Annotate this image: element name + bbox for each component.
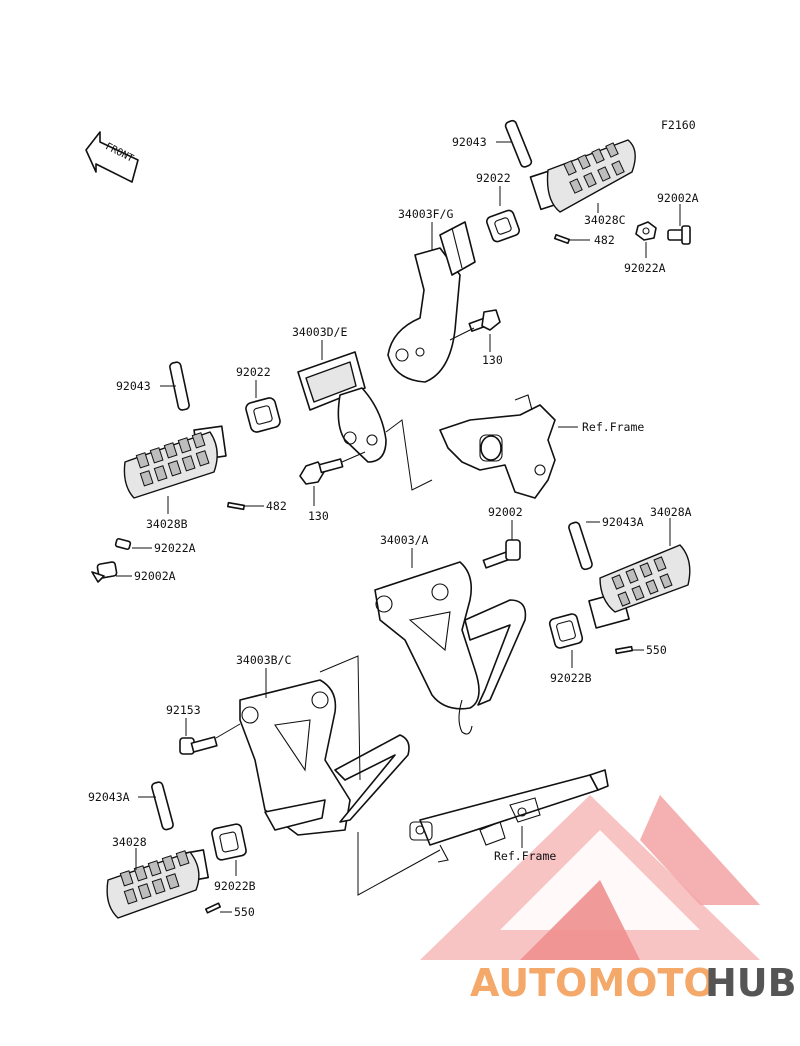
watermark-logo: AUTOMOTO HUB bbox=[420, 795, 797, 1005]
footpeg-pin-92043-left bbox=[169, 361, 190, 411]
washer-92022-top bbox=[486, 209, 520, 243]
label-92022a-left: 92022A bbox=[154, 541, 196, 555]
bracket-34003de bbox=[297, 351, 387, 463]
label-92022-left: 92022 bbox=[236, 365, 271, 379]
footpeg-34028c bbox=[529, 139, 636, 213]
cotter-pin-550-left bbox=[205, 902, 221, 914]
label-550-right: 550 bbox=[646, 643, 667, 657]
bolt-130-upper bbox=[468, 309, 501, 332]
diagram-code: F2160 bbox=[661, 118, 696, 132]
footpeg-34028b bbox=[123, 425, 227, 499]
cotter-pin-482-right bbox=[553, 233, 571, 245]
label-92153: 92153 bbox=[166, 703, 201, 717]
label-482-right: 482 bbox=[594, 233, 615, 247]
watermark-text-part1: AUTOMOTO bbox=[470, 961, 716, 1005]
label-34028b: 34028B bbox=[146, 517, 188, 531]
label-130-lower: 130 bbox=[308, 509, 329, 523]
footpeg-pin-92043-top bbox=[504, 119, 533, 168]
washer-92022b-right bbox=[548, 613, 584, 649]
cotter-pin-482-left bbox=[226, 501, 246, 511]
watermark-text-part2: HUB bbox=[705, 961, 797, 1005]
frame-reference-upper bbox=[439, 394, 556, 499]
frame-reference-lower bbox=[409, 769, 609, 863]
washer-92022-left bbox=[245, 397, 281, 433]
label-92022a-right: 92022A bbox=[624, 261, 666, 275]
label-92002a-right: 92002A bbox=[657, 191, 699, 205]
label-92043-top: 92043 bbox=[452, 135, 487, 149]
label-34028: 34028 bbox=[112, 835, 147, 849]
nut-92022a-right bbox=[635, 221, 657, 241]
label-92043a-right: 92043A bbox=[602, 515, 644, 529]
label-92022-top: 92022 bbox=[476, 171, 511, 185]
label-34028a: 34028A bbox=[650, 505, 692, 519]
label-92002a-left: 92002A bbox=[134, 569, 176, 583]
bracket-34003bc bbox=[239, 679, 410, 836]
bracket-34003fg bbox=[387, 221, 476, 383]
label-ref-frame-upper: Ref.Frame bbox=[582, 420, 644, 434]
bolt-92002-mid bbox=[482, 539, 521, 569]
label-92022b-left: 92022B bbox=[214, 879, 256, 893]
washer-92022b-left bbox=[211, 823, 247, 861]
label-550-left: 550 bbox=[234, 905, 255, 919]
bolt-92002a-right bbox=[667, 225, 691, 245]
nut-92022a-left bbox=[114, 537, 132, 551]
footpeg-pin-92043a-left bbox=[151, 781, 174, 831]
bolt-92002a-left bbox=[91, 561, 118, 583]
label-92002-mid: 92002 bbox=[488, 505, 523, 519]
bracket-34003a bbox=[374, 561, 527, 735]
label-92043-left: 92043 bbox=[116, 379, 151, 393]
cotter-pin-550-right bbox=[614, 645, 634, 655]
footpeg-pin-92043a-right bbox=[568, 521, 593, 571]
label-130-upper: 130 bbox=[482, 353, 503, 367]
bolt-130-lower bbox=[299, 458, 344, 485]
label-34003fg: 34003F/G bbox=[398, 207, 453, 221]
label-92043a-left: 92043A bbox=[88, 790, 130, 804]
label-34028c: 34028C bbox=[584, 213, 626, 227]
bolt-92153 bbox=[179, 736, 218, 755]
label-34003bc: 34003B/C bbox=[236, 653, 291, 667]
label-34003de: 34003D/E bbox=[292, 325, 347, 339]
front-arrow-icon: FRONT bbox=[85, 131, 139, 183]
footpeg-34028a bbox=[588, 544, 691, 629]
label-92022b-right: 92022B bbox=[550, 671, 592, 685]
footpeg-34028 bbox=[106, 849, 210, 919]
label-34003a: 34003/A bbox=[380, 533, 429, 547]
label-ref-frame-lower: Ref.Frame bbox=[494, 849, 556, 863]
label-482-left: 482 bbox=[266, 499, 287, 513]
